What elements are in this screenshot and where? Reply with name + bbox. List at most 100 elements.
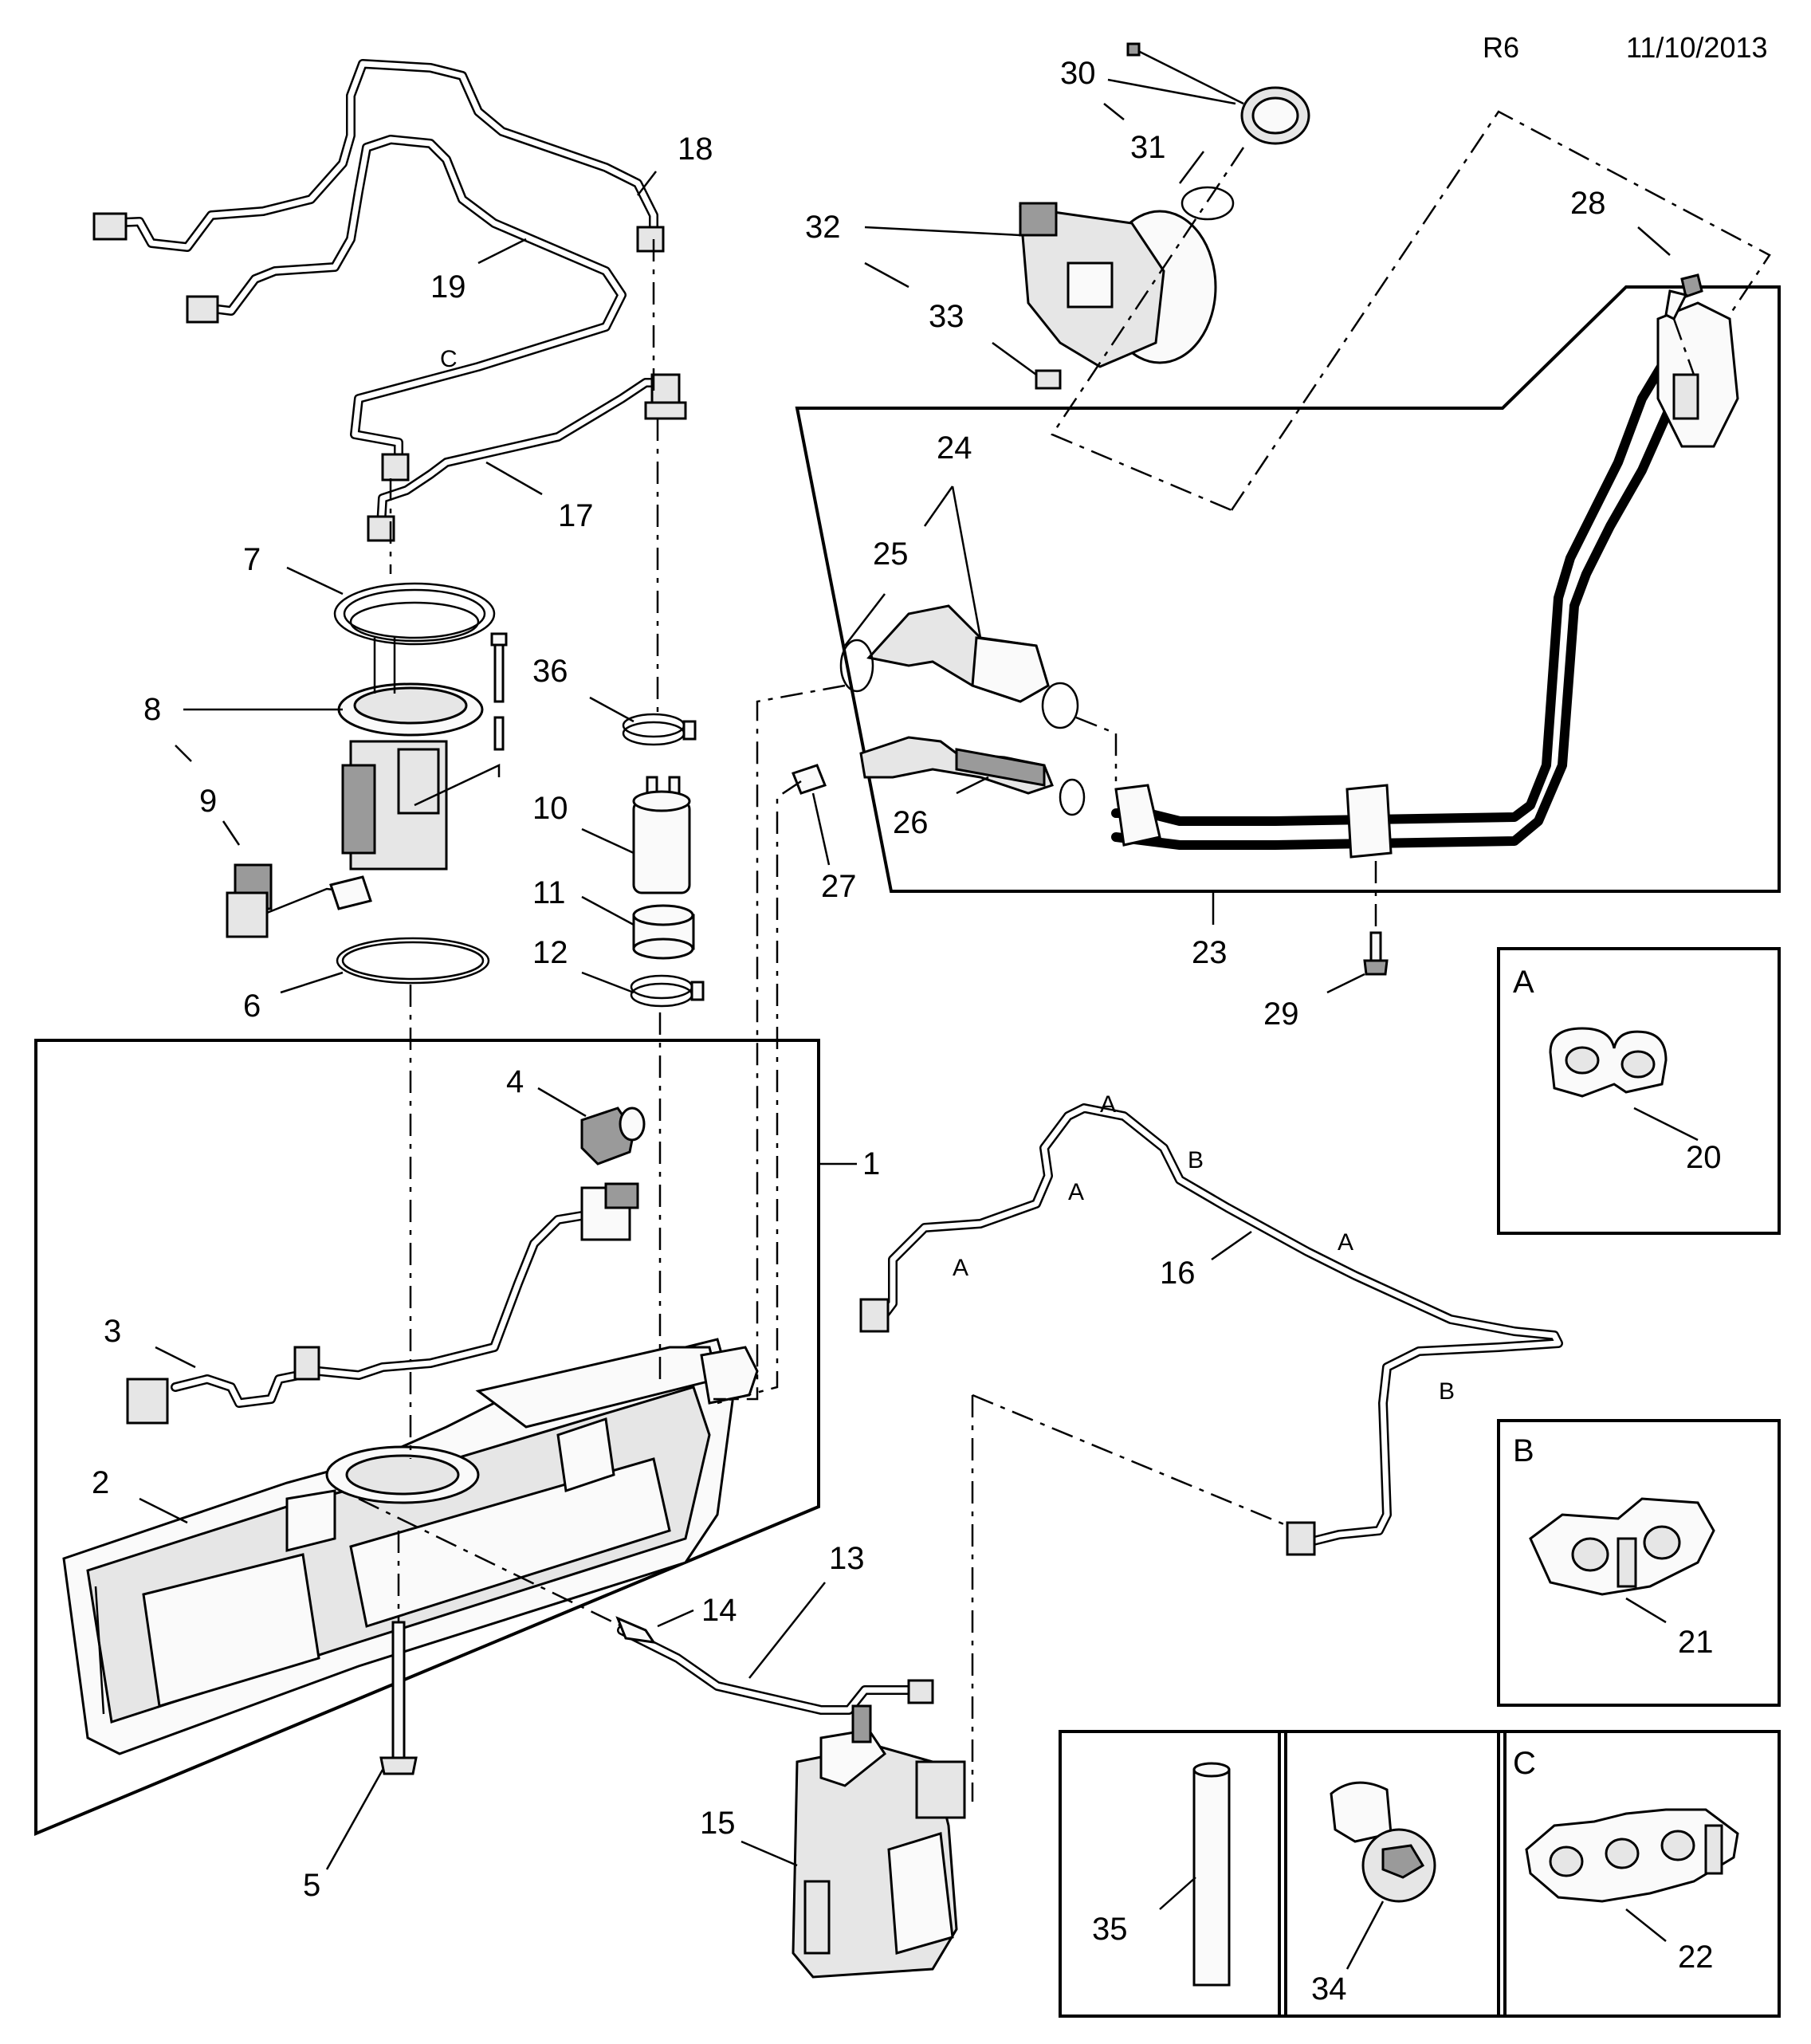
marker-a-2: A bbox=[1068, 1179, 1084, 1205]
vent-clamp bbox=[1059, 778, 1086, 816]
marker-a-3: A bbox=[953, 1255, 968, 1281]
marker-b-2: B bbox=[1439, 1378, 1455, 1405]
callout-16: 16 bbox=[1160, 1256, 1196, 1291]
marker-c-line19: C bbox=[440, 346, 458, 372]
align-vapor bbox=[358, 1497, 623, 1628]
detail-a-title: A bbox=[1513, 965, 1534, 1000]
leader-16 bbox=[1211, 1230, 1252, 1261]
callout-13: 13 bbox=[829, 1541, 865, 1576]
callout-36: 36 bbox=[532, 654, 568, 689]
leader-13 bbox=[748, 1582, 826, 1679]
callout-17: 17 bbox=[558, 498, 594, 533]
align-screw-28 bbox=[1672, 318, 1695, 375]
clip-34 bbox=[1330, 1781, 1436, 1903]
callout-11: 11 bbox=[532, 875, 566, 910]
align-vent-tank bbox=[717, 780, 802, 1405]
fuel-line-19 bbox=[186, 135, 627, 482]
leader-12 bbox=[581, 971, 634, 994]
fuel-filter-10 bbox=[632, 776, 691, 894]
align-hose-24 bbox=[1075, 716, 1118, 781]
callout-14: 14 bbox=[701, 1593, 737, 1628]
leader-10 bbox=[581, 827, 634, 855]
leader-32-33 bbox=[864, 261, 909, 289]
callout-5: 5 bbox=[303, 1868, 320, 1903]
callout-10: 10 bbox=[532, 791, 568, 826]
leader-30 bbox=[1107, 78, 1236, 105]
detail-box-35 bbox=[1059, 1730, 1287, 2018]
pump-seal-ring-7 bbox=[333, 582, 496, 646]
hose-clamp-25 bbox=[839, 639, 874, 693]
vapor-sleeve-14 bbox=[615, 1616, 657, 1644]
filter-clamp-36 bbox=[622, 713, 697, 746]
header-ref: R6 bbox=[1483, 31, 1519, 64]
leader-20 bbox=[1633, 1107, 1699, 1142]
detail-box-34 bbox=[1278, 1730, 1507, 2018]
screw-29 bbox=[1363, 931, 1389, 976]
leader-5 bbox=[325, 1769, 384, 1870]
align-cap-housing bbox=[1051, 147, 1245, 512]
leader-15 bbox=[741, 1840, 798, 1867]
detail-box-a bbox=[1497, 947, 1781, 1235]
leader-28 bbox=[1637, 226, 1671, 256]
leader-27 bbox=[811, 792, 831, 866]
callout-3: 3 bbox=[104, 1314, 121, 1349]
callout-32: 32 bbox=[805, 210, 841, 245]
leader-7 bbox=[286, 566, 344, 596]
detail-box-c bbox=[1497, 1730, 1781, 2018]
leader-29 bbox=[1326, 973, 1365, 994]
callout-26: 26 bbox=[893, 805, 929, 840]
callout-23: 23 bbox=[1192, 935, 1228, 970]
leader-2 bbox=[139, 1497, 188, 1524]
marker-b-1: B bbox=[1188, 1147, 1204, 1173]
filler-neck-frame bbox=[795, 285, 1781, 893]
callout-19: 19 bbox=[430, 269, 466, 305]
connector-4 bbox=[580, 1107, 646, 1165]
leader-3 bbox=[155, 1346, 196, 1369]
callout-2: 2 bbox=[92, 1465, 109, 1500]
callout-20: 20 bbox=[1686, 1140, 1722, 1175]
callout-4: 4 bbox=[506, 1064, 524, 1099]
detail-c-title: C bbox=[1513, 1746, 1536, 1781]
leader-35 bbox=[1159, 1877, 1196, 1910]
leader-6 bbox=[280, 971, 344, 994]
leader-9 bbox=[222, 820, 241, 846]
callout-27: 27 bbox=[821, 869, 857, 904]
header-date: 11/10/2013 bbox=[1626, 31, 1768, 64]
vent-hose-26 bbox=[859, 736, 1054, 795]
leader-22 bbox=[1625, 1908, 1667, 1942]
leader-36 bbox=[589, 696, 634, 723]
pump-sender-unit bbox=[226, 863, 372, 938]
pump-screw bbox=[490, 632, 508, 751]
tank-group-frame bbox=[34, 1039, 820, 1837]
clip-27 bbox=[792, 764, 827, 795]
callout-25: 25 bbox=[873, 537, 909, 572]
filler-neck-23 bbox=[1111, 301, 1739, 859]
leader-8-9 bbox=[175, 745, 192, 762]
fuel-line-16 bbox=[859, 1103, 1563, 1556]
align-filler-tank bbox=[713, 684, 846, 1401]
callout-15: 15 bbox=[700, 1806, 736, 1841]
fuel-line-18 bbox=[92, 59, 665, 253]
leader-24b bbox=[951, 485, 982, 639]
filler-hose-24 bbox=[866, 604, 1050, 703]
marker-a-1: A bbox=[1100, 1091, 1116, 1118]
clip-b-21 bbox=[1529, 1497, 1715, 1596]
screw-28 bbox=[1664, 273, 1703, 321]
filter-sleeve-11 bbox=[632, 904, 695, 960]
callout-9: 9 bbox=[199, 784, 217, 819]
filter-clamp-12 bbox=[630, 974, 705, 1008]
detail-b-title: B bbox=[1513, 1433, 1534, 1468]
leader-17 bbox=[485, 461, 543, 496]
sleeve-35 bbox=[1192, 1762, 1231, 1987]
wiring-harness-3 bbox=[126, 1182, 639, 1425]
cap-seal-31 bbox=[1180, 186, 1235, 221]
sensor-33 bbox=[1035, 369, 1062, 390]
callout-7: 7 bbox=[243, 542, 261, 577]
align-housing-neck bbox=[1230, 110, 1771, 511]
leader-26 bbox=[956, 776, 989, 795]
fuel-pump-module bbox=[337, 638, 484, 871]
tank-seal-ring-6-inner bbox=[341, 941, 485, 981]
marker-a-4: A bbox=[1338, 1229, 1353, 1256]
callout-24: 24 bbox=[937, 430, 972, 466]
align-line16 bbox=[972, 1393, 1300, 1532]
